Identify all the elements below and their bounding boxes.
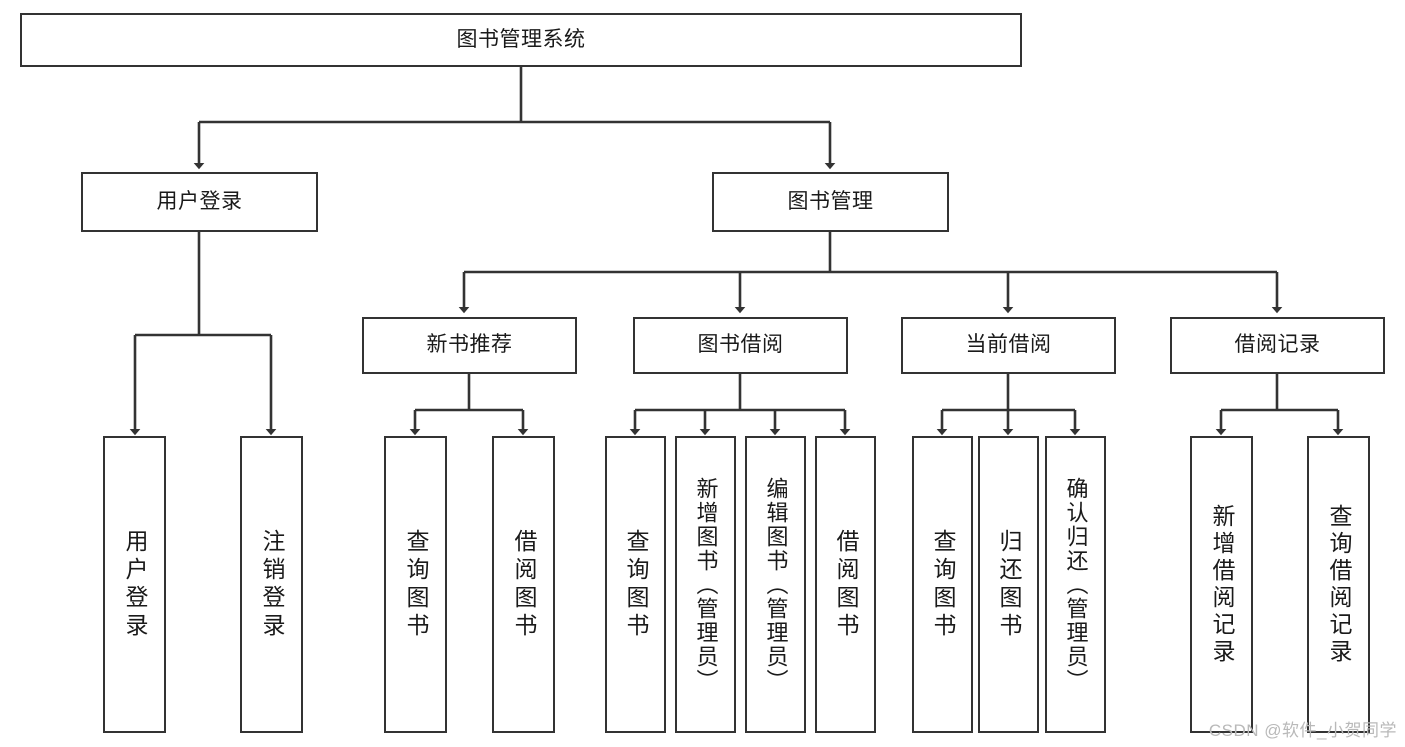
node-leaf-edit-book[interactable]: 编辑图书（管理员） — [745, 436, 806, 733]
node-leaf-confirm-return-label: 确认归还（管理员） — [1063, 476, 1089, 693]
node-leaf-confirm-return[interactable]: 确认归还（管理员） — [1045, 436, 1106, 733]
node-current-borrow-label: 当前借阅 — [965, 333, 1052, 357]
node-borrow-record[interactable]: 借阅记录 — [1170, 317, 1385, 374]
node-leaf-query-book-2-label: 查询图书 — [623, 528, 649, 641]
node-leaf-query-book-1[interactable]: 查询图书 — [384, 436, 447, 733]
node-leaf-borrow-book-1-label: 借阅图书 — [511, 528, 537, 641]
node-leaf-query-record[interactable]: 查询借阅记录 — [1307, 436, 1370, 733]
node-leaf-logout-label: 注销登录 — [259, 528, 285, 641]
node-user-login-label: 用户登录 — [156, 189, 243, 213]
node-new-book-recommend[interactable]: 新书推荐 — [362, 317, 577, 374]
node-book-borrow-label: 图书借阅 — [697, 333, 784, 357]
node-leaf-query-record-label: 查询借阅记录 — [1326, 503, 1352, 666]
node-current-borrow[interactable]: 当前借阅 — [901, 317, 1116, 374]
node-leaf-query-book-2[interactable]: 查询图书 — [605, 436, 666, 733]
node-leaf-user-login[interactable]: 用户登录 — [103, 436, 166, 733]
node-leaf-query-book-3-label: 查询图书 — [930, 528, 956, 641]
node-book-management[interactable]: 图书管理 — [712, 172, 949, 232]
node-leaf-query-book-1-label: 查询图书 — [403, 528, 429, 641]
node-leaf-add-book-label: 新增图书（管理员） — [693, 476, 719, 693]
node-leaf-user-login-label: 用户登录 — [122, 528, 148, 641]
node-root[interactable]: 图书管理系统 — [20, 13, 1022, 67]
node-book-borrow[interactable]: 图书借阅 — [633, 317, 848, 374]
node-book-management-label: 图书管理 — [787, 189, 874, 213]
node-leaf-borrow-book-2[interactable]: 借阅图书 — [815, 436, 876, 733]
node-root-label: 图书管理系统 — [456, 27, 586, 51]
node-leaf-return-book-label: 归还图书 — [996, 528, 1022, 641]
node-leaf-add-record[interactable]: 新增借阅记录 — [1190, 436, 1253, 733]
node-leaf-borrow-book-2-label: 借阅图书 — [833, 528, 859, 641]
node-user-login[interactable]: 用户登录 — [81, 172, 318, 232]
node-leaf-add-record-label: 新增借阅记录 — [1209, 503, 1235, 666]
node-leaf-borrow-book-1[interactable]: 借阅图书 — [492, 436, 555, 733]
node-leaf-return-book[interactable]: 归还图书 — [978, 436, 1039, 733]
node-new-book-recommend-label: 新书推荐 — [426, 333, 513, 357]
node-leaf-query-book-3[interactable]: 查询图书 — [912, 436, 973, 733]
node-borrow-record-label: 借阅记录 — [1234, 333, 1321, 357]
csdn-watermark: CSDN @软件_小贺同学 — [1208, 721, 1397, 740]
node-leaf-add-book[interactable]: 新增图书（管理员） — [675, 436, 736, 733]
node-leaf-logout[interactable]: 注销登录 — [240, 436, 303, 733]
node-leaf-edit-book-label: 编辑图书（管理员） — [763, 476, 789, 693]
